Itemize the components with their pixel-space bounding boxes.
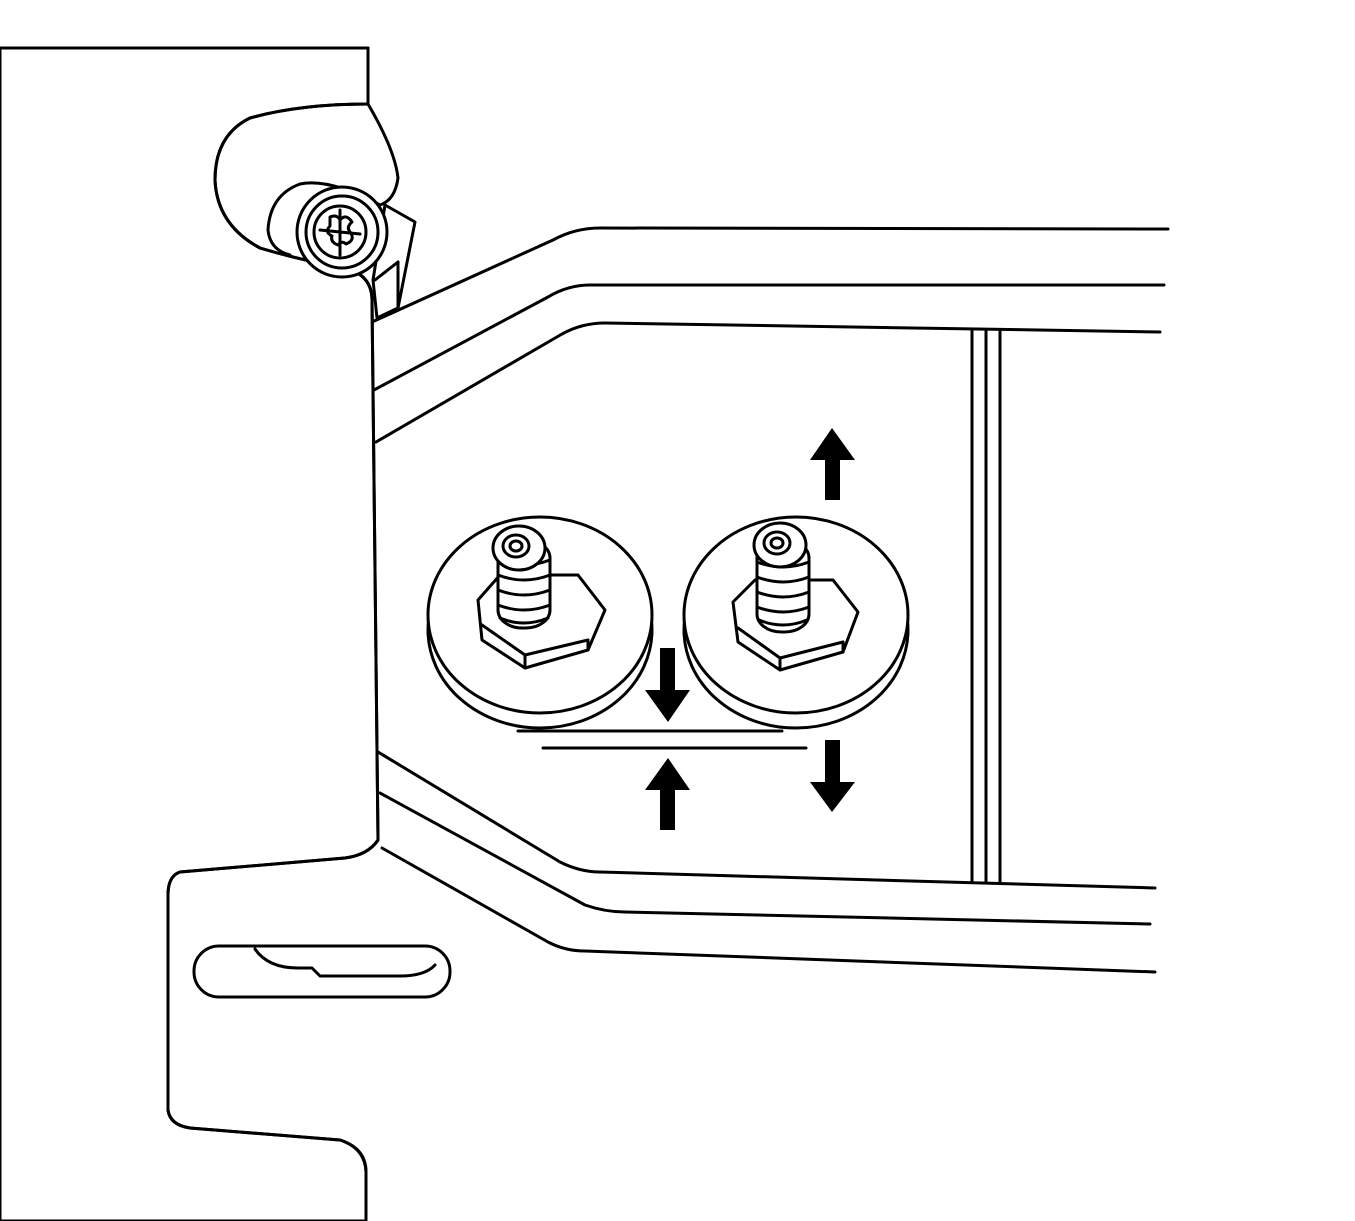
alignment-gap [516, 729, 808, 750]
handle-slot [192, 944, 452, 999]
arrow-up-icon [645, 758, 690, 830]
right-adjuster-stud [682, 515, 910, 730]
arrow-down-icon [810, 740, 855, 812]
arrow-down-icon [645, 648, 690, 722]
phillips-screw-icon [295, 185, 389, 279]
arrow-up-icon [810, 428, 855, 500]
trim-panel [370, 226, 1170, 974]
left-adjuster-stud [426, 515, 654, 730]
